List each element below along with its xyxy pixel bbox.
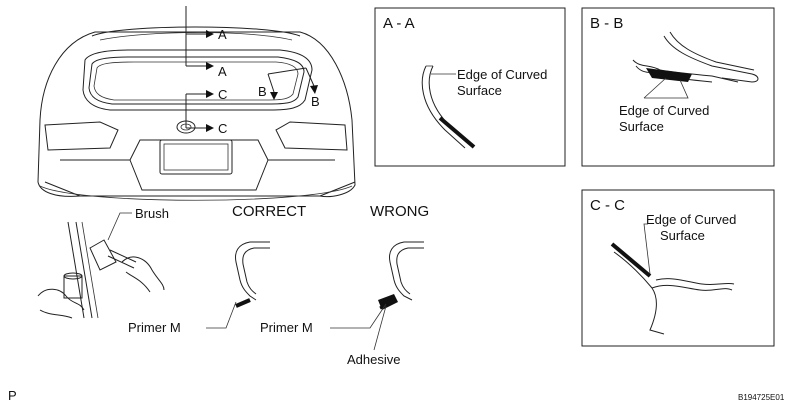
wrong-adhesive-label: Adhesive xyxy=(347,352,400,367)
wrong-example: WRONG Primer M Adhesive xyxy=(260,203,429,367)
brush-label: Brush xyxy=(135,206,169,221)
panel-aa-label-line1: Edge of Curved xyxy=(457,67,547,82)
marker-c-top: C xyxy=(218,87,227,102)
panel-bb-label-line1: Edge of Curved xyxy=(619,103,709,118)
panel-section-bb: B - B Edge of Curved Surface xyxy=(581,7,775,167)
marker-a-bottom: A xyxy=(218,64,227,79)
wrong-heading: WRONG xyxy=(370,203,429,220)
panel-cc-label-line1: Edge of Curved xyxy=(646,212,736,227)
wrong-primer-label: Primer M xyxy=(260,320,313,335)
footer-left-code: P xyxy=(8,388,17,403)
marker-c-bottom: C xyxy=(218,121,227,136)
correct-example: CORRECT Primer M xyxy=(128,203,306,335)
marker-b-right: B xyxy=(311,94,320,109)
marker-b-left: B xyxy=(258,84,267,99)
panel-cc-label-line2: Surface xyxy=(660,228,705,243)
panel-section-cc: C - C Edge of Curved Surface xyxy=(581,189,775,347)
panel-section-aa: A - A Edge of Curved Surface xyxy=(374,7,566,167)
panel-aa-label-line2: Surface xyxy=(457,83,502,98)
car-rear-view: A A C C B B xyxy=(37,6,356,201)
panel-bb-label-line2: Surface xyxy=(619,119,664,134)
footer-right-code: B194725E01 xyxy=(738,393,785,402)
correct-primer-label: Primer M xyxy=(128,320,181,335)
marker-a-top: A xyxy=(218,27,227,42)
panel-bb-title: B - B xyxy=(590,15,623,32)
brush-application-illustration: Brush xyxy=(37,206,169,319)
correct-heading: CORRECT xyxy=(232,203,306,220)
panel-aa-title: A - A xyxy=(383,15,415,32)
panel-cc-title: C - C xyxy=(590,197,625,214)
